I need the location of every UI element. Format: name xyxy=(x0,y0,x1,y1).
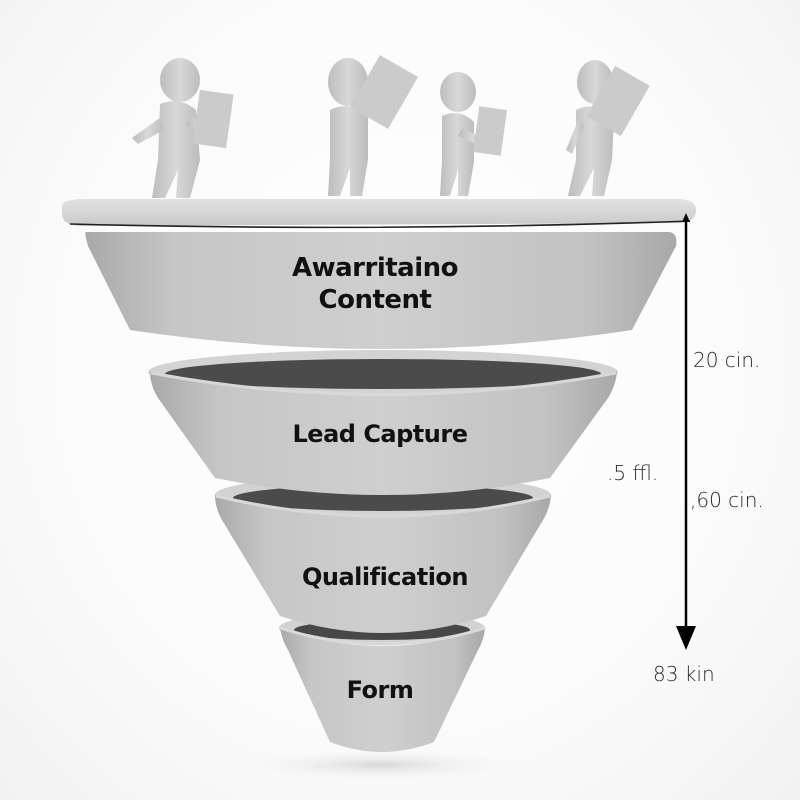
walking-figures xyxy=(132,55,650,198)
stage-label-awareness-content: Awarritaino Content xyxy=(250,252,500,316)
funnel-stage-qualification xyxy=(215,475,551,633)
arrow-down-icon xyxy=(676,626,696,650)
measurement-bottom: 83 kin xyxy=(653,662,715,686)
funnel-stage-awareness-content xyxy=(62,199,696,349)
measurement-middle-right: ,60 cin. xyxy=(690,488,764,512)
figure-4 xyxy=(566,60,650,196)
figure-1 xyxy=(132,58,234,198)
measurement-middle-left: .5 ffl. xyxy=(607,461,659,485)
floor-shadow xyxy=(220,747,540,783)
stage-label-form: Form xyxy=(346,676,414,704)
stage-label-line2: Content xyxy=(318,285,432,315)
measurement-top-right: 20 cin. xyxy=(693,348,761,372)
stage-label-qualification: Qualification xyxy=(302,563,469,591)
figure-2 xyxy=(328,55,419,196)
stage-label-lead-capture: Lead Capture xyxy=(292,420,468,448)
measurement-arrow xyxy=(676,213,696,650)
arrow-top-tick-icon xyxy=(682,213,690,222)
figure-3 xyxy=(440,72,508,196)
stage-label-line1: Awarritaino xyxy=(291,253,459,283)
funnel-stage-lead-capture xyxy=(148,350,618,495)
